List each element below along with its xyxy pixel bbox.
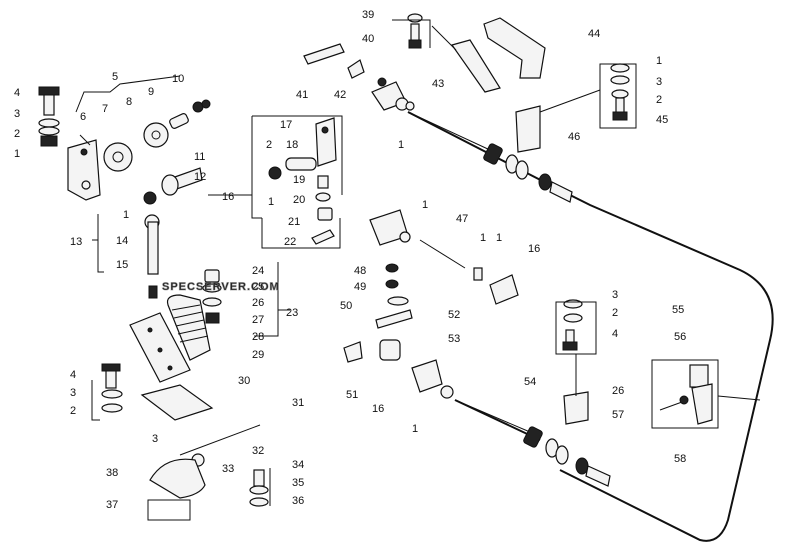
callout-4: 4 [14,87,20,99]
cable-clamp-group [659,364,713,425]
callout-2-e: 2 [612,307,618,319]
callout-20: 20 [293,194,305,206]
callout-3: 3 [14,108,20,120]
callout-25: 25 [252,281,264,293]
callout-1-c: 1 [268,196,274,208]
callout-57: 57 [612,409,624,421]
callout-9: 9 [148,86,154,98]
callout-40: 40 [362,33,374,45]
callout-47: 47 [456,213,468,225]
callout-51: 51 [346,389,358,401]
callout-4-b: 4 [70,369,76,381]
callout-45: 45 [656,114,668,126]
callout-30: 30 [238,375,250,387]
callout-38: 38 [106,467,118,479]
callout-36: 36 [292,495,304,507]
callout-1-i: 1 [480,232,486,244]
callout-58: 58 [674,453,686,465]
callout-14: 14 [116,235,128,247]
callout-56: 56 [674,331,686,343]
upper-lever-group [371,77,415,111]
callout-26: 26 [252,297,264,309]
callout-52: 52 [448,309,460,321]
callout-28: 28 [252,331,264,343]
watermark: SPECSERVER.COM [162,281,280,293]
callout-41: 41 [296,89,308,101]
callout-22: 22 [284,236,296,248]
callout-1-f: 1 [422,199,428,211]
callout-2-d: 2 [656,94,662,106]
right-bracket-group [515,63,630,153]
callout-31: 31 [292,397,304,409]
callout-33: 33 [222,463,234,475]
callout-8: 8 [126,96,132,108]
callout-48: 48 [354,265,366,277]
callout-21: 21 [288,216,300,228]
callout-2: 2 [14,128,20,140]
callout-1-h: 1 [412,423,418,435]
callout-23: 23 [286,307,298,319]
callout-1-b: 1 [123,209,129,221]
callout-39: 39 [362,9,374,21]
callout-29: 29 [252,349,264,361]
callout-16-c: 16 [372,403,384,415]
callout-18: 18 [286,139,298,151]
callout-46: 46 [568,131,580,143]
callout-1-e: 1 [656,55,662,67]
pedal-bracket-group [38,86,211,201]
callout-42: 42 [334,89,346,101]
callout-27: 27 [252,314,264,326]
callout-24: 24 [252,265,264,277]
callout-34: 34 [292,459,304,471]
callout-11: 11 [194,151,205,163]
cross-lever-group [343,263,589,425]
callout-1-d: 1 [398,139,404,151]
callout-16-b: 16 [528,243,540,255]
callout-13: 13 [70,236,82,248]
callout-50: 50 [340,300,352,312]
callout-44: 44 [588,28,600,40]
cable-assembly [407,111,774,542]
callout-3-e: 3 [612,289,618,301]
callout-37: 37 [106,499,118,511]
top-bracket-group [303,13,546,93]
callout-3-b: 3 [70,387,76,399]
callout-10: 10 [172,73,184,85]
callout-32: 32 [252,445,264,457]
callout-15: 15 [116,259,128,271]
callout-2-c: 2 [70,405,76,417]
callout-4-c: 4 [612,328,618,340]
callout-16-a: 16 [222,191,234,203]
leader-lines [75,19,761,506]
callout-54: 54 [524,376,536,388]
callout-2-b: 2 [266,139,272,151]
callout-6: 6 [80,111,86,123]
callout-53: 53 [448,333,460,345]
lever-group-center [268,117,466,269]
callout-3-d: 3 [656,76,662,88]
callout-1: 1 [14,148,20,160]
lower-lever-group [101,363,269,521]
callout-26-b: 26 [612,385,624,397]
callout-1-g: 1 [496,232,502,244]
callout-35: 35 [292,477,304,489]
callout-19: 19 [293,174,305,186]
callout-17: 17 [280,119,292,131]
callout-5: 5 [112,71,118,83]
callout-12: 12 [194,171,206,183]
callout-49: 49 [354,281,366,293]
callout-labels: 1 2 3 4 5 6 7 8 9 10 11 12 1 13 14 15 16… [14,9,686,511]
callout-43: 43 [432,78,444,90]
pedal-group [129,191,222,421]
callout-55: 55 [672,304,684,316]
callout-7: 7 [102,103,108,115]
callout-3-c: 3 [152,433,158,445]
